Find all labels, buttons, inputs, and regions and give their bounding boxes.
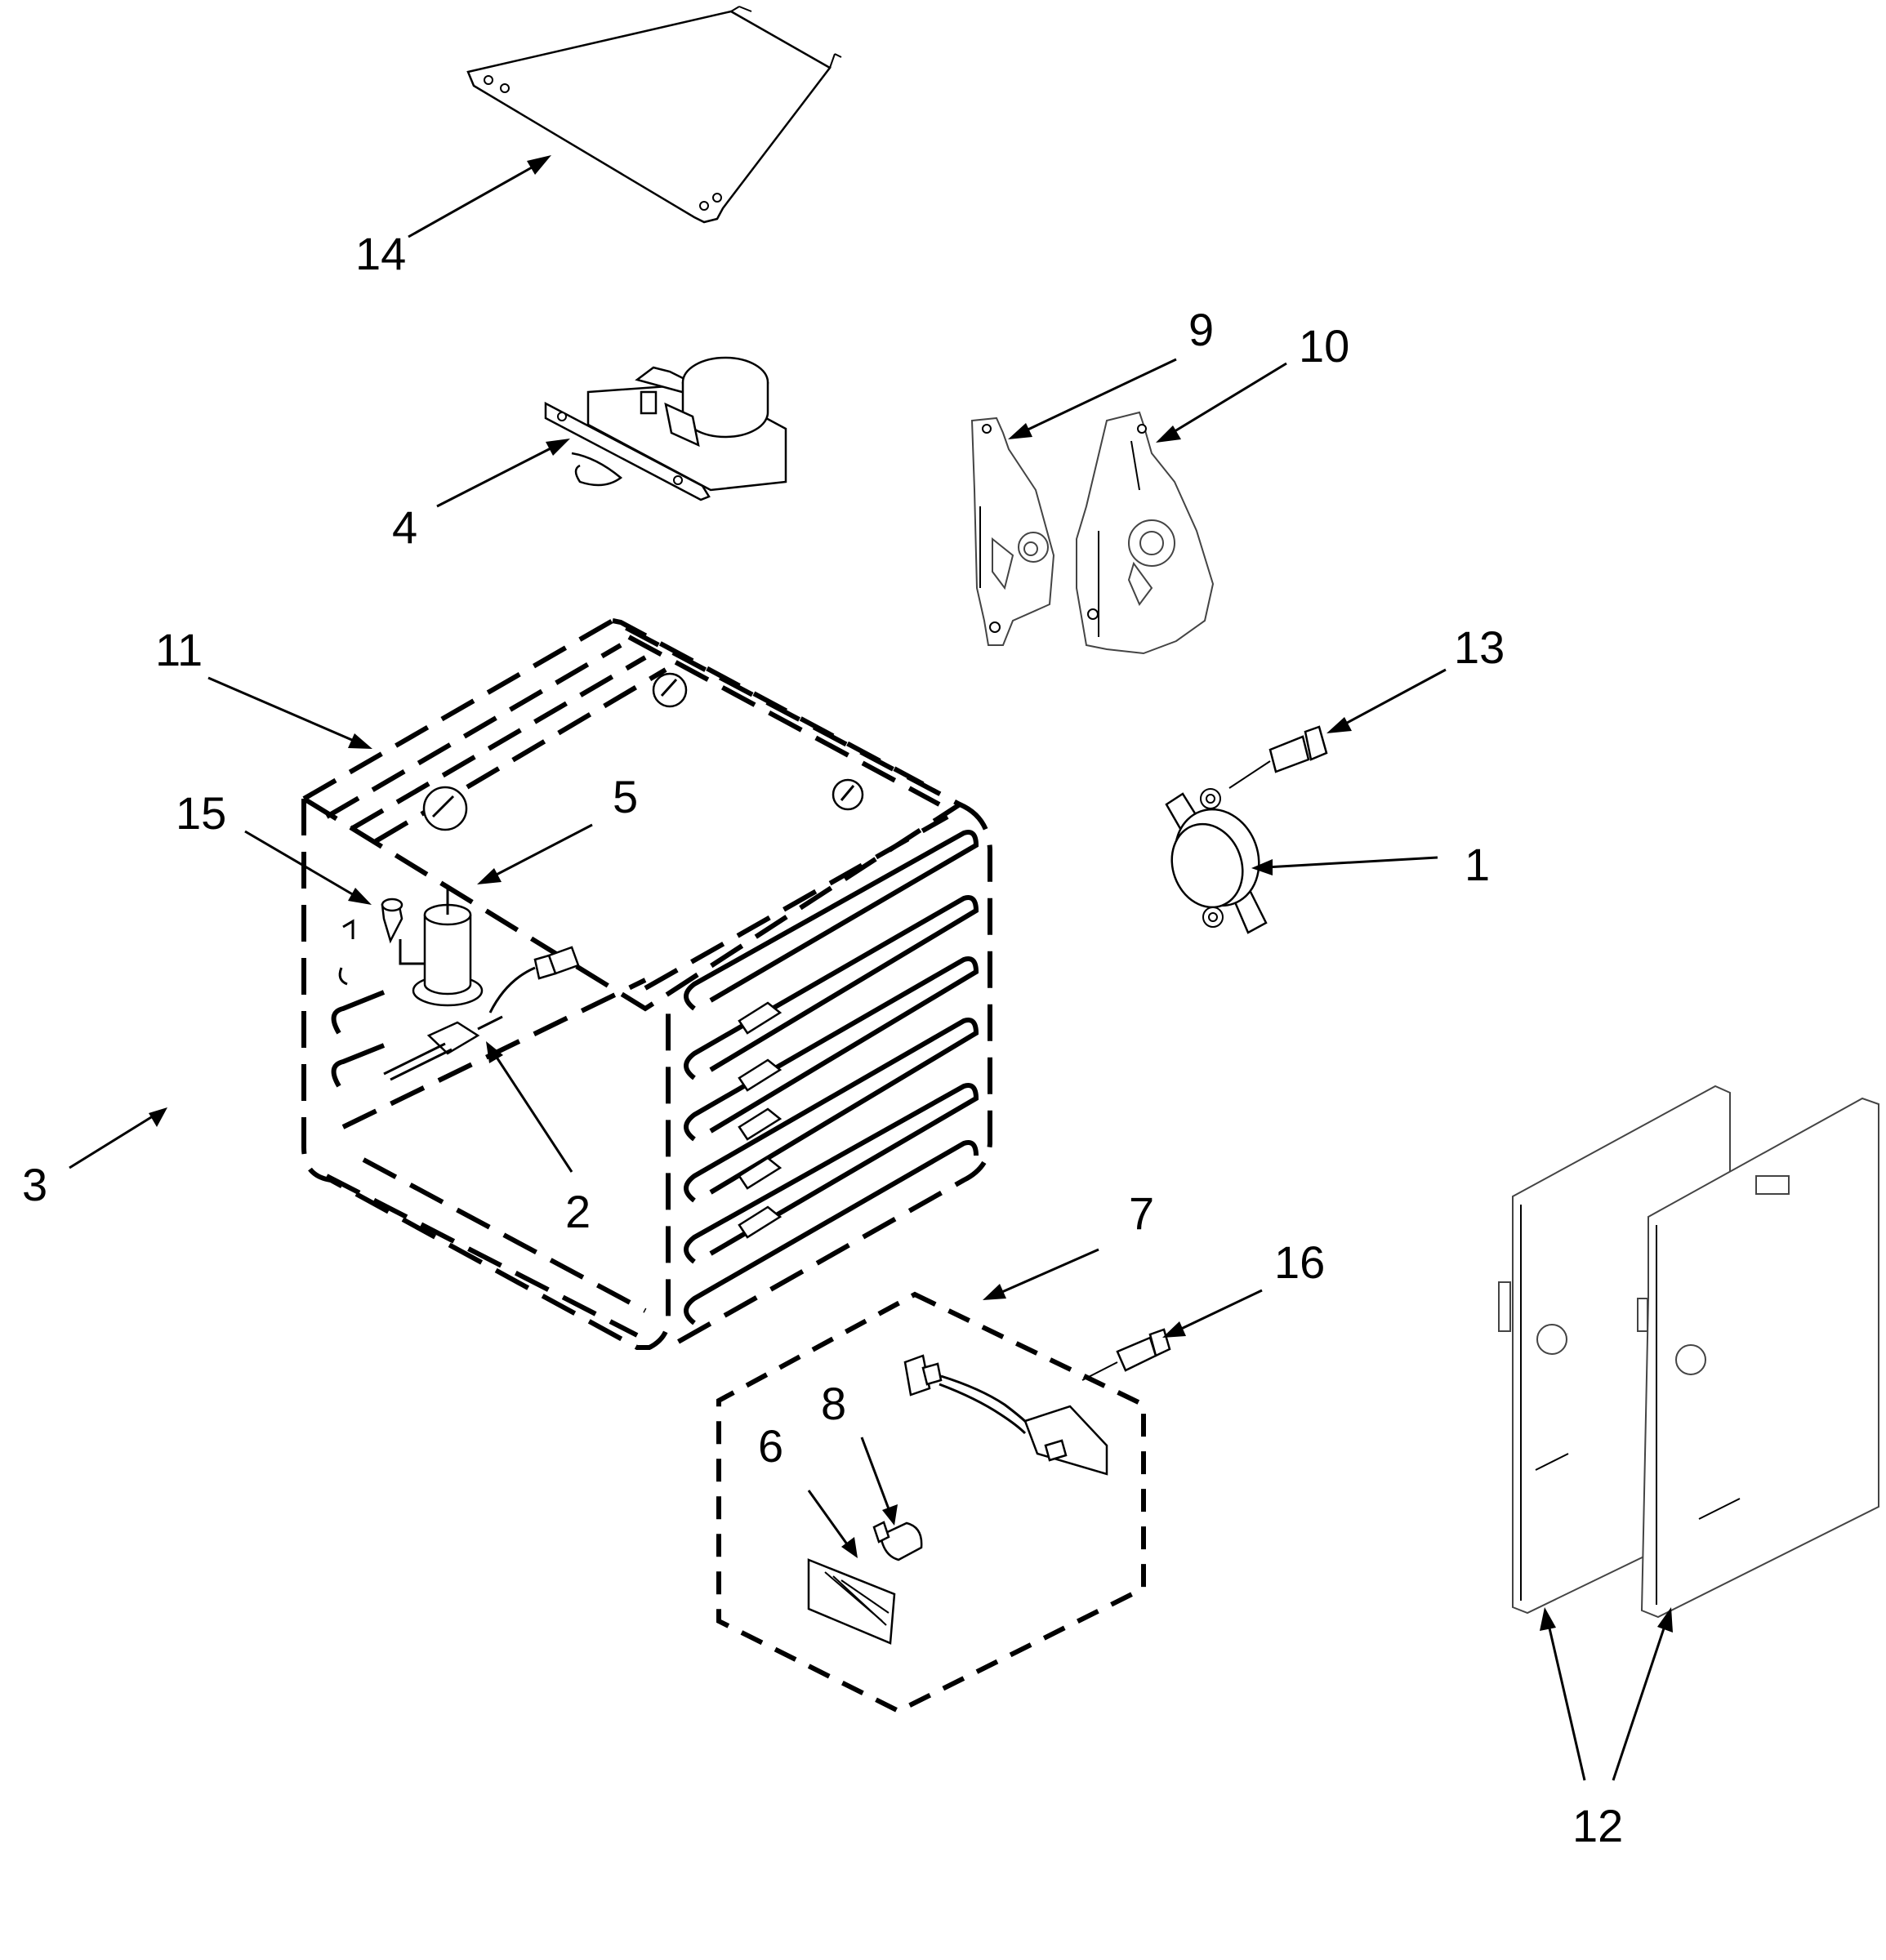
callout-2: 2 [565,1186,591,1237]
callout-7: 7 [1129,1187,1154,1239]
part-2-probe [383,1015,503,1081]
part-14-plate [466,6,842,224]
part-9-plate [970,416,1055,646]
callout-3: 3 [22,1159,47,1210]
callout-8: 8 [821,1378,846,1429]
callout-9: 9 [1188,304,1214,355]
part-10-plate [1076,411,1215,655]
part-13-screw [1228,725,1328,789]
callout-labels: 14 4 9 10 11 13 15 5 1 3 2 7 16 8 6 12 [22,228,1623,1851]
callout-1: 1 [1465,839,1490,890]
part-4-door-latch [544,356,787,501]
part-12-panel-front [1637,1097,1879,1619]
part-1-thermal-switch [1165,788,1268,934]
callout-6: 6 [758,1420,783,1472]
part-16-screw [1081,1328,1171,1381]
callout-15: 15 [176,787,226,839]
part-7-light-kit [716,1291,1146,1714]
part-5-sensor [399,889,580,1013]
callout-11: 11 [155,624,203,675]
leader-arrows [69,155,1673,1781]
callout-10: 10 [1299,320,1349,372]
part-15-screw [381,898,404,944]
callout-12: 12 [1572,1800,1623,1851]
callout-5: 5 [613,771,638,822]
callout-14: 14 [355,228,406,279]
part-11-oven-cavity [299,617,992,1350]
callout-16: 16 [1274,1236,1325,1288]
callout-4: 4 [392,501,417,553]
callout-13: 13 [1454,621,1505,673]
